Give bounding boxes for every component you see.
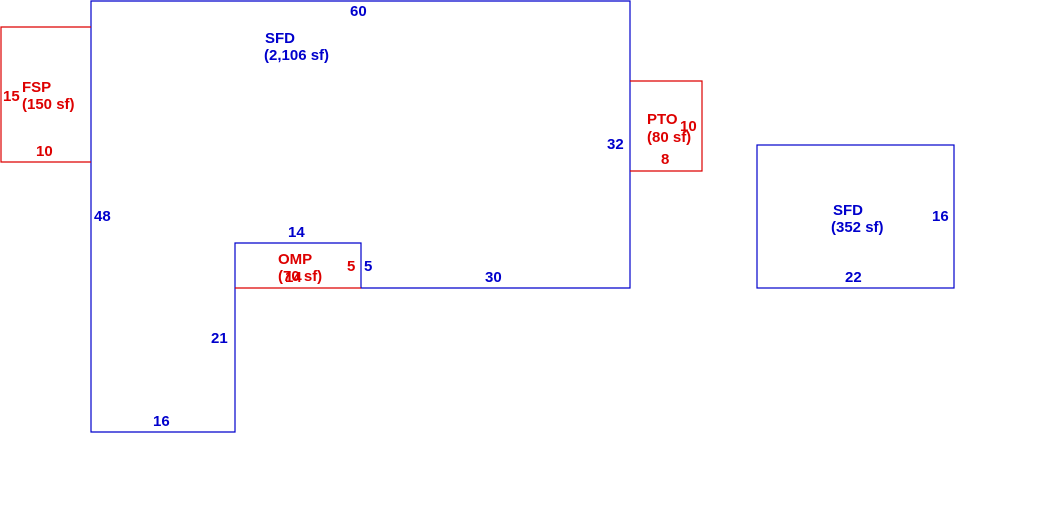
dim-main-left: 48: [94, 208, 111, 225]
fsp-area: (150 sf): [22, 96, 75, 113]
pto-area: (80 sf): [647, 129, 691, 146]
sfd-main-area: (2,106 sf): [264, 47, 329, 64]
sfd-small-code: SFD: [833, 202, 863, 219]
dim-small-right: 16: [932, 208, 949, 225]
dim-small-bottom: 22: [845, 269, 862, 286]
dim-omp-right: 5: [347, 258, 355, 275]
dim-main-bottom-right: 30: [485, 269, 502, 286]
dim-main-right: 32: [607, 136, 624, 153]
dim-fsp-left: 15: [3, 88, 20, 105]
dim-pto-bottom: 8: [661, 151, 669, 168]
dim-main-bottom-left: 16: [153, 413, 170, 430]
pto-code: PTO: [647, 111, 678, 128]
fsp-outline: [0, 26, 91, 163]
sfd-main-outline: [90, 0, 631, 433]
dim-omp-bottom: 14: [285, 269, 302, 286]
omp-code: OMP: [278, 251, 312, 268]
dim-main-notch-right: 5: [364, 258, 372, 275]
dim-fsp-bottom: 10: [36, 143, 53, 160]
sfd-main-code: SFD: [265, 30, 295, 47]
omp-area: (70 sf): [278, 268, 322, 285]
pto-outline: [630, 80, 703, 172]
dim-pto-right: 10: [680, 118, 697, 135]
dim-main-top: 60: [350, 3, 367, 20]
fsp-code: FSP: [22, 79, 51, 96]
sfd-small-outline: [756, 144, 955, 289]
sfd-small-area: (352 sf): [831, 219, 884, 236]
dim-main-notch-top: 14: [288, 224, 305, 241]
dim-main-inner-vertical: 21: [211, 330, 228, 347]
